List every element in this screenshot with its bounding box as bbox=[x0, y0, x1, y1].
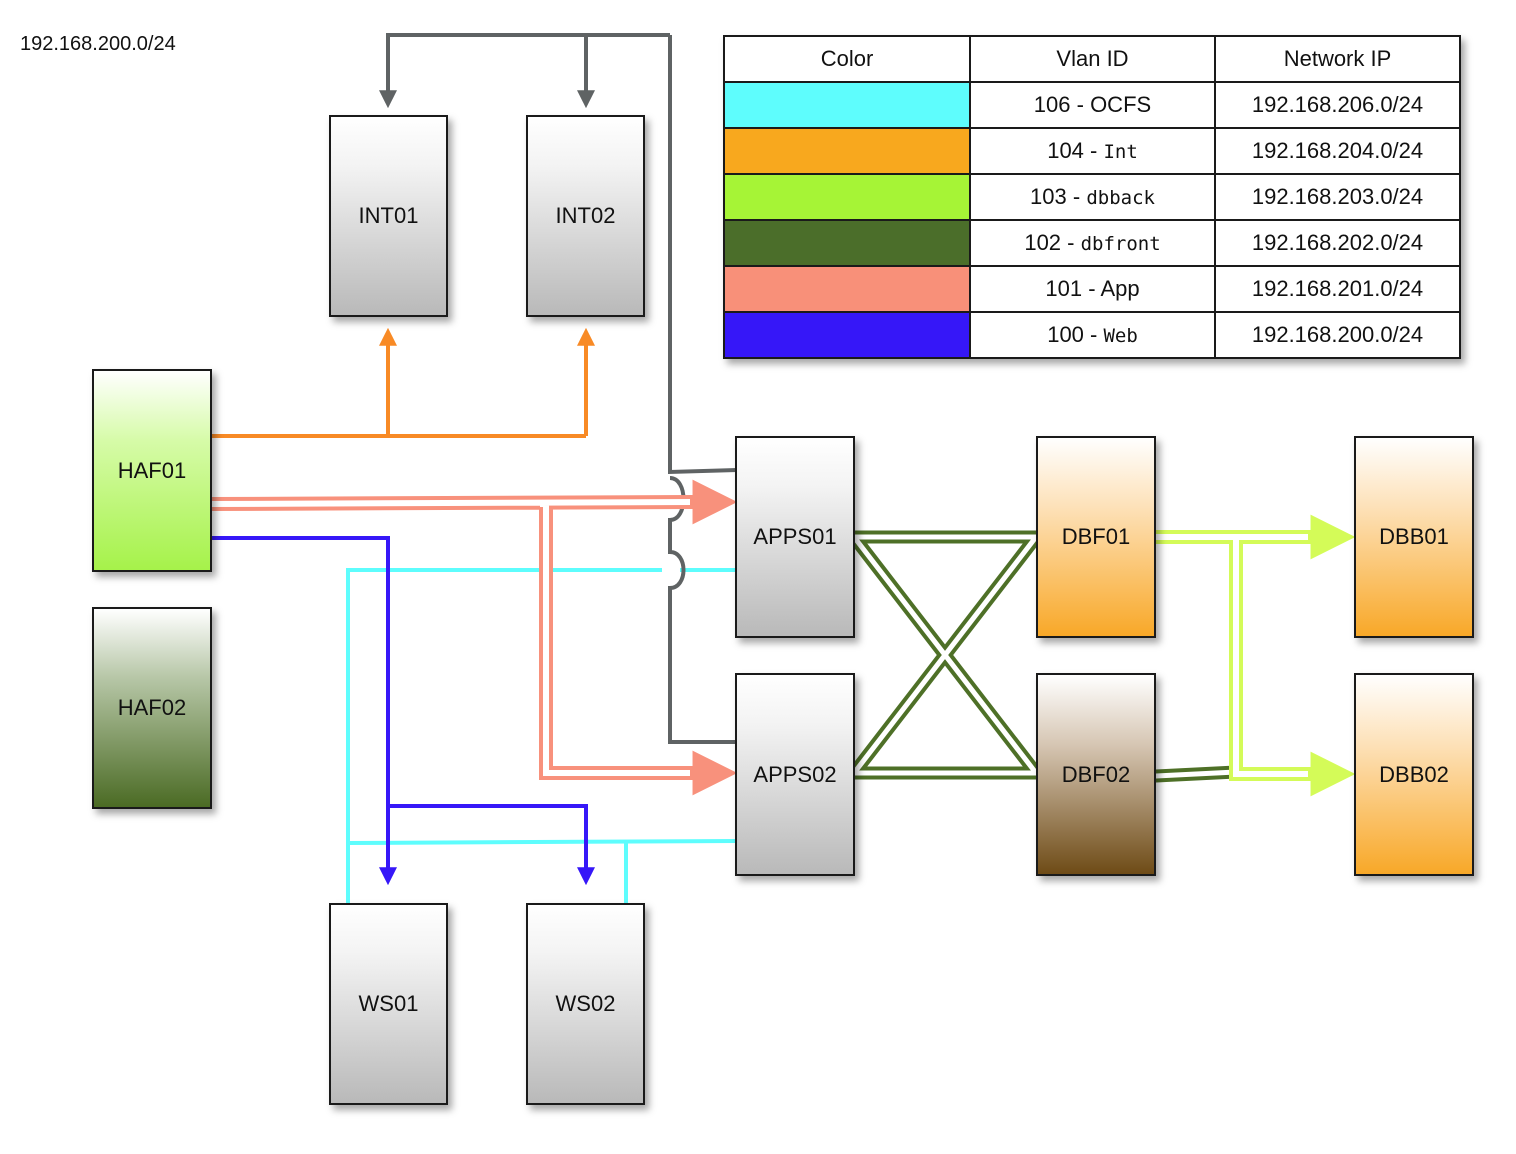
mgmt-link-hop bbox=[668, 476, 737, 744]
legend-vlan-name: Web bbox=[1103, 325, 1138, 347]
ocfs-link-apps01 bbox=[346, 568, 737, 905]
node-int01[interactable]: INT01 bbox=[329, 115, 448, 317]
network-label: 192.168.200.0/24 bbox=[20, 33, 176, 55]
legend-color-swatch bbox=[723, 219, 971, 267]
legend-vlan-name: Int bbox=[1103, 141, 1138, 163]
node-dbb01[interactable]: DBB01 bbox=[1354, 436, 1474, 638]
legend-vlan-id: 106 - OCFS bbox=[969, 81, 1216, 129]
mgmt-link-trunk bbox=[668, 35, 738, 475]
node-apps02[interactable]: APPS02 bbox=[735, 673, 855, 876]
legend-network-ip: 192.168.203.0/24 bbox=[1214, 173, 1461, 221]
legend-vlan-id: 100 - Web bbox=[969, 311, 1216, 359]
legend-vlan-id: 104 - Int bbox=[969, 127, 1216, 175]
legend-color-swatch bbox=[723, 311, 971, 359]
legend-vlan-name: dbback bbox=[1086, 187, 1155, 209]
node-ws02[interactable]: WS02 bbox=[526, 903, 645, 1105]
legend-vlan-id: 102 - dbfront bbox=[969, 219, 1216, 267]
legend-network-ip: 192.168.206.0/24 bbox=[1214, 81, 1461, 129]
node-haf02[interactable]: HAF02 bbox=[92, 607, 212, 809]
int-links bbox=[211, 327, 595, 438]
web-links bbox=[211, 536, 595, 886]
node-haf01[interactable]: HAF01 bbox=[92, 369, 212, 572]
legend-header-row: Color Vlan ID Network IP bbox=[723, 35, 1461, 83]
web-link-ws01 bbox=[211, 536, 397, 886]
legend-vlan-id: 103 - dbback bbox=[969, 173, 1216, 221]
legend-header-vlan: Vlan ID bbox=[969, 35, 1216, 83]
ocfs-link-apps02 bbox=[347, 839, 738, 845]
dbback-links bbox=[1156, 514, 1356, 797]
legend-header-color: Color bbox=[723, 35, 971, 83]
mgmt-links bbox=[379, 33, 738, 744]
app-links bbox=[210, 479, 738, 796]
legend-network-ip: 192.168.200.0/24 bbox=[1214, 311, 1461, 359]
node-dbf02[interactable]: DBF02 bbox=[1036, 673, 1156, 876]
legend-network-ip: 192.168.201.0/24 bbox=[1214, 265, 1461, 313]
node-int02[interactable]: INT02 bbox=[526, 115, 645, 317]
node-dbb02[interactable]: DBB02 bbox=[1354, 673, 1474, 876]
legend-header-network: Network IP bbox=[1214, 35, 1461, 83]
legend-vlan-number: 101 - bbox=[1045, 276, 1101, 301]
legend-color-swatch bbox=[723, 265, 971, 313]
legend-vlan-id: 101 - App bbox=[969, 265, 1216, 313]
legend-vlan-number: 103 - bbox=[1030, 184, 1087, 209]
legend-color-swatch bbox=[723, 173, 971, 221]
legend-color-swatch bbox=[723, 127, 971, 175]
legend-network-ip: 192.168.204.0/24 bbox=[1214, 127, 1461, 175]
legend-color-swatch bbox=[723, 81, 971, 129]
legend-vlan-number: 106 - bbox=[1033, 92, 1091, 117]
legend-network-ip: 192.168.202.0/24 bbox=[1214, 219, 1461, 267]
mgmt-link-int01 bbox=[379, 33, 670, 109]
legend-vlan-number: 104 - bbox=[1047, 138, 1104, 163]
node-apps01[interactable]: APPS01 bbox=[735, 436, 855, 638]
web-link-ws02 bbox=[388, 804, 595, 886]
node-dbf01[interactable]: DBF01 bbox=[1036, 436, 1156, 638]
legend-vlan-number: 102 - bbox=[1024, 230, 1081, 255]
ocfs-links bbox=[346, 568, 738, 905]
legend-vlan-name: dbfront bbox=[1080, 233, 1161, 255]
legend-vlan-name: OCFS bbox=[1090, 92, 1152, 117]
legend-vlan-name: App bbox=[1100, 276, 1140, 301]
legend-vlan-number: 100 - bbox=[1047, 322, 1104, 347]
node-ws01[interactable]: WS01 bbox=[329, 903, 448, 1105]
